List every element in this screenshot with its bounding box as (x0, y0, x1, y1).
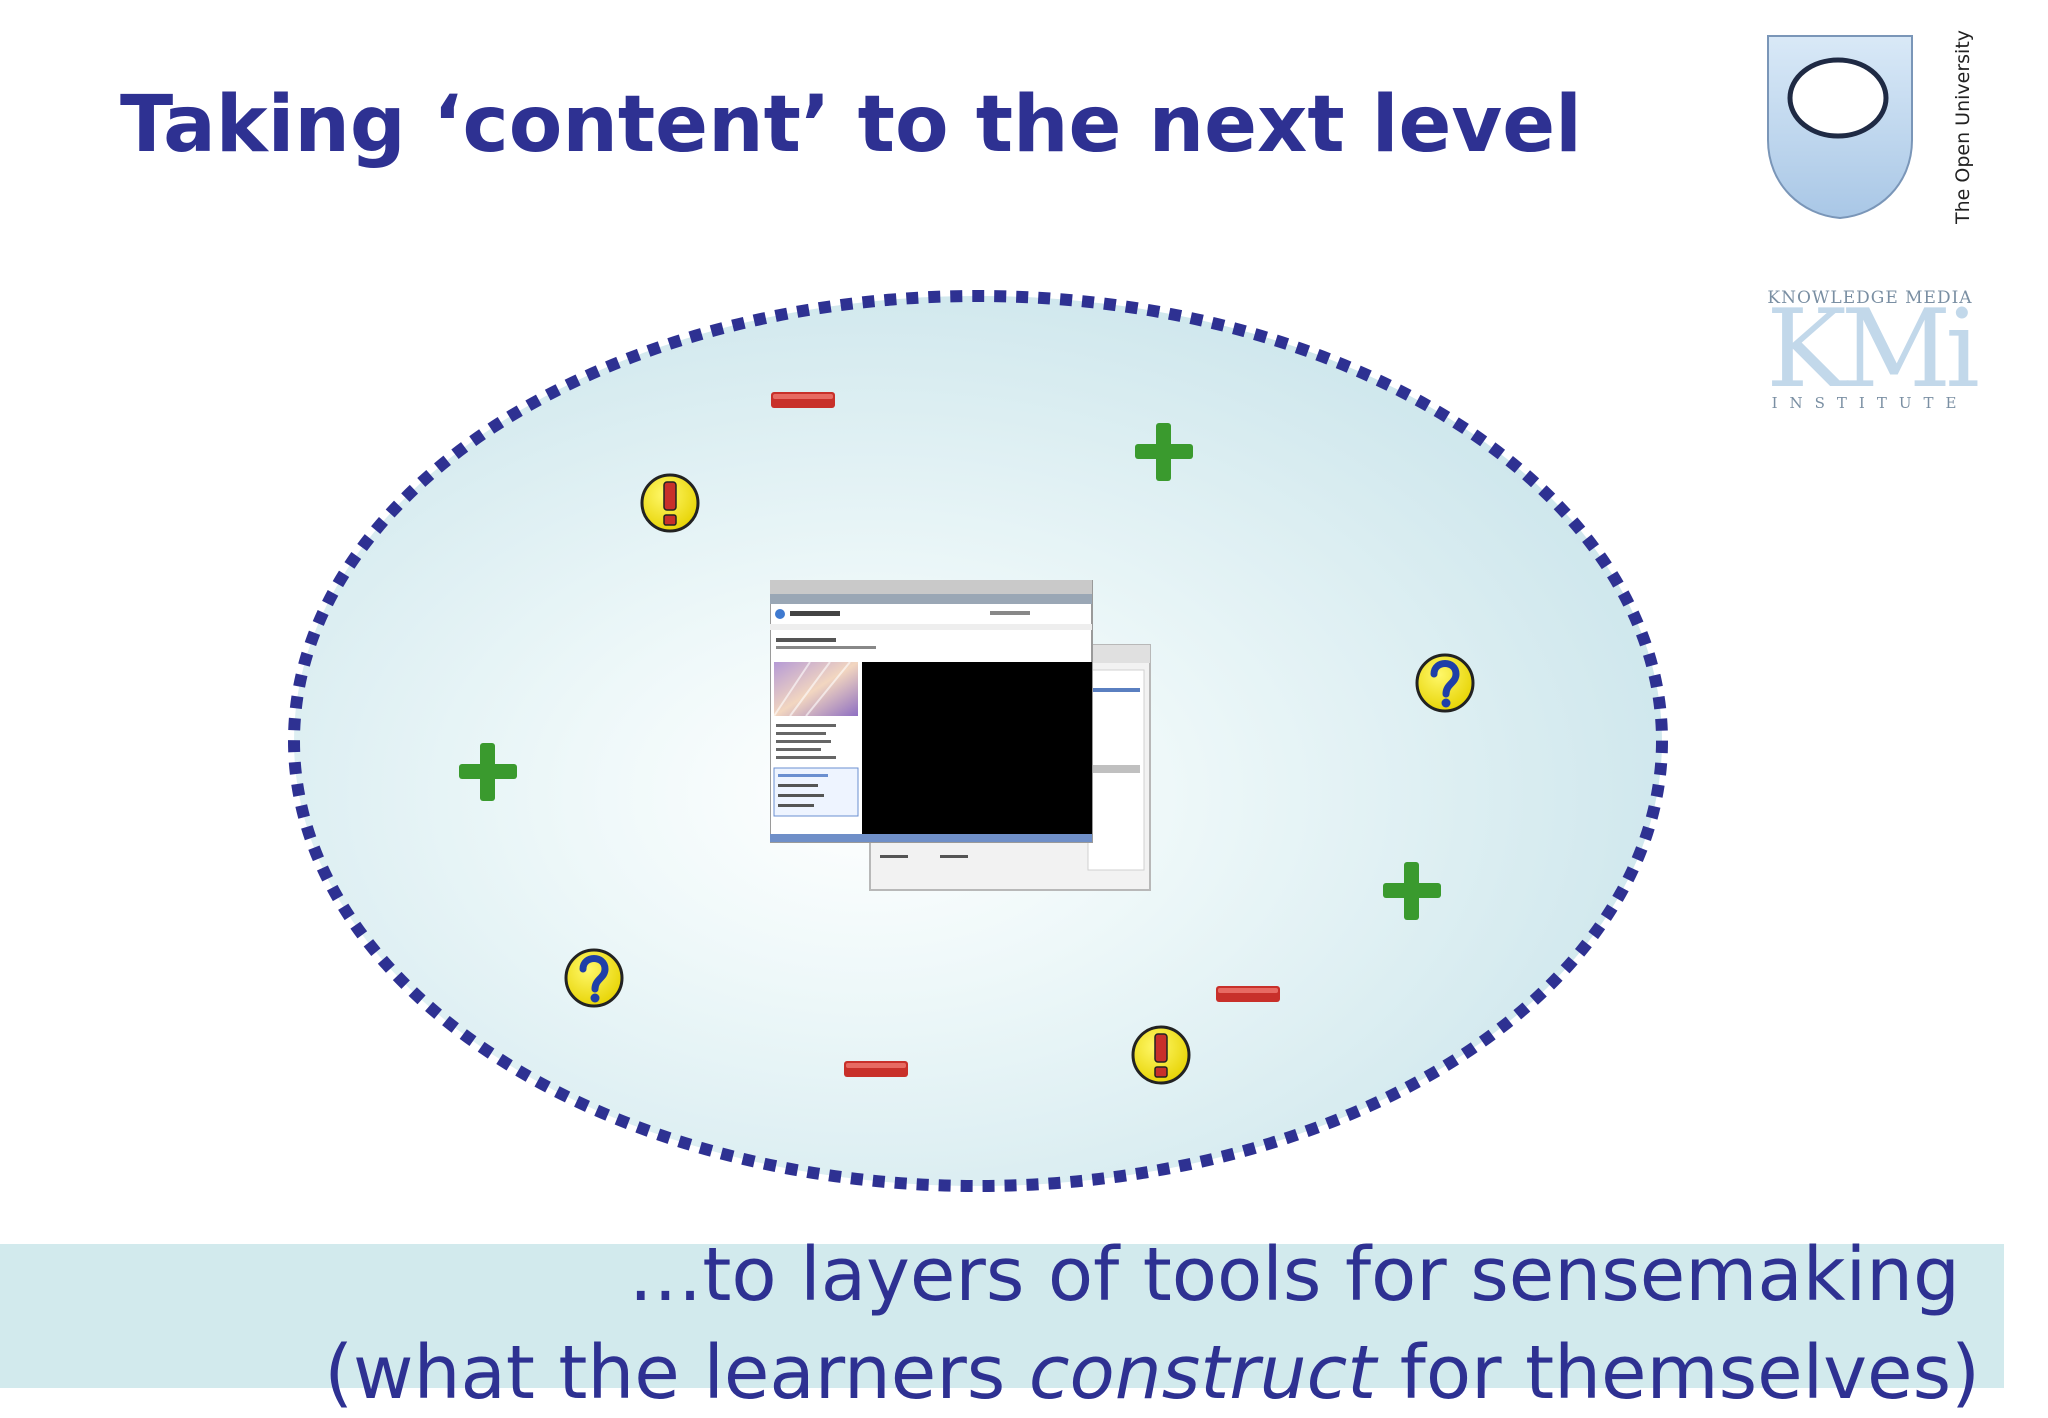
kmi-letters: KMi (1766, 287, 1980, 412)
question-icon (1415, 653, 1475, 713)
minus-icon (844, 1061, 908, 1077)
kmi-top-text: KNOWLEDGE MEDIA (1767, 288, 1973, 308)
open-university-logo (1760, 30, 1980, 230)
plus-icon (1135, 423, 1193, 481)
minus-icon (771, 392, 835, 408)
caption-line-1: …to layers of tools for sensemaking (628, 1232, 1960, 1318)
minus-icon (1216, 986, 1280, 1002)
ou-shield-icon (1767, 35, 1913, 220)
caption-line-2-start: (what the learners (324, 1330, 1029, 1416)
exclamation-icon (640, 473, 700, 533)
caption-band (0, 1244, 2004, 1388)
question-icon (564, 948, 624, 1008)
caption-line-2-end: for themselves) (1376, 1330, 1980, 1416)
plus-icon (1383, 862, 1441, 920)
caption-line-2: (what the learners construct for themsel… (324, 1336, 1980, 1410)
caption-emphasis: construct (1028, 1330, 1377, 1416)
exclamation-icon (1131, 1025, 1191, 1085)
slide-title: Taking ‘content’ to the next level (120, 80, 1582, 170)
kmi-bottom-text: INSTITUTE (1771, 394, 1969, 412)
plus-icon (459, 743, 517, 801)
learning-environment-screenshot (770, 580, 1151, 891)
